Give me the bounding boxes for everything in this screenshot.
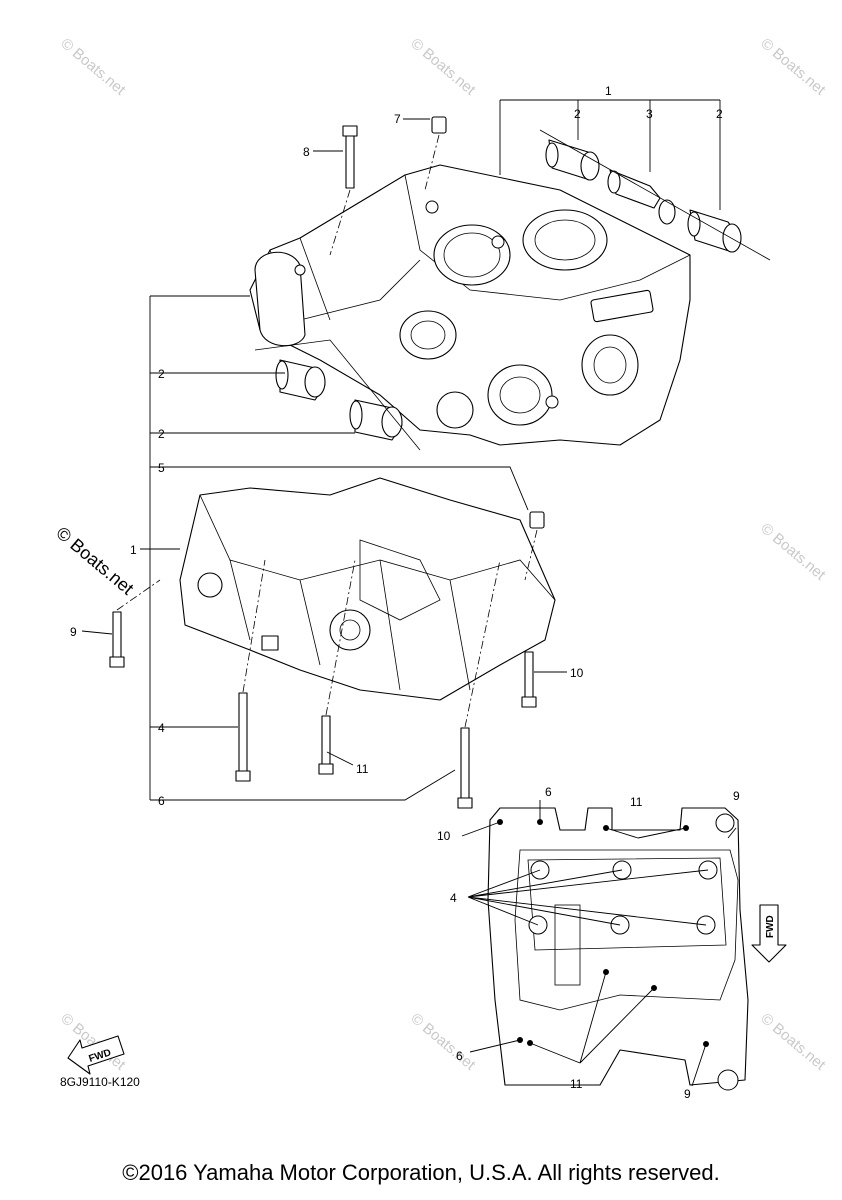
callout-1: 1 — [605, 84, 612, 98]
bolt-10 — [521, 651, 537, 708]
callout-6: 6 — [456, 1049, 463, 1063]
dowel-7 — [424, 116, 447, 191]
callout-9: 9 — [70, 625, 77, 639]
callout-9: 9 — [684, 1087, 691, 1101]
callout-6: 6 — [158, 794, 165, 808]
bolt-9 — [109, 579, 161, 668]
callout-2: 2 — [574, 107, 581, 121]
callout-labels: 1 2 3 2 7 8 2 2 5 1 9 10 4 11 6 6 11 9 1… — [70, 84, 740, 1101]
callout-11: 11 — [630, 795, 643, 809]
callout-10: 10 — [570, 666, 584, 680]
leader-lines — [81, 99, 737, 1087]
callout-11: 11 — [356, 762, 369, 776]
callout-7: 7 — [394, 112, 401, 126]
watermark: © Boats.net — [757, 520, 829, 584]
callout-4: 4 — [450, 891, 457, 905]
bolt-4 — [235, 559, 266, 782]
callout-2: 2 — [716, 107, 723, 121]
watermark: © Boats.net — [57, 35, 129, 99]
callout-9: 9 — [733, 789, 740, 803]
copyright-notice: ©2016 Yamaha Motor Corporation, U.S.A. A… — [122, 1160, 720, 1185]
bolt-8 — [329, 125, 358, 256]
callout-2: 2 — [158, 367, 165, 381]
upper-crankcase — [249, 164, 691, 446]
callout-4: 4 — [158, 721, 165, 735]
bolt-11 — [318, 559, 356, 775]
watermark: © Boats.net — [52, 523, 137, 599]
lower-crankcase — [179, 477, 556, 701]
watermark: © Boats.net — [757, 1010, 829, 1074]
fwd-arrow-plan: FWD — [751, 904, 787, 963]
callout-10: 10 — [437, 829, 451, 843]
dowel-5 — [524, 511, 545, 581]
callout-6: 6 — [545, 785, 552, 799]
callout-1: 1 — [130, 543, 137, 557]
bushings-top — [539, 129, 771, 261]
callout-3: 3 — [646, 107, 653, 121]
watermark: © Boats.net — [407, 35, 479, 99]
callout-11: 11 — [570, 1077, 583, 1091]
watermark: © Boats.net — [407, 1010, 479, 1074]
callout-2: 2 — [158, 427, 165, 441]
fwd-label: FWD — [765, 915, 776, 938]
watermark: © Boats.net — [757, 35, 829, 99]
diagram-code: 8GJ9110-K120 — [60, 1075, 140, 1089]
callout-5: 5 — [158, 461, 165, 475]
bushings-side — [254, 339, 421, 451]
crankcase-plan-view — [487, 807, 749, 1091]
bolt-6 — [457, 559, 501, 809]
callout-8: 8 — [303, 145, 310, 159]
